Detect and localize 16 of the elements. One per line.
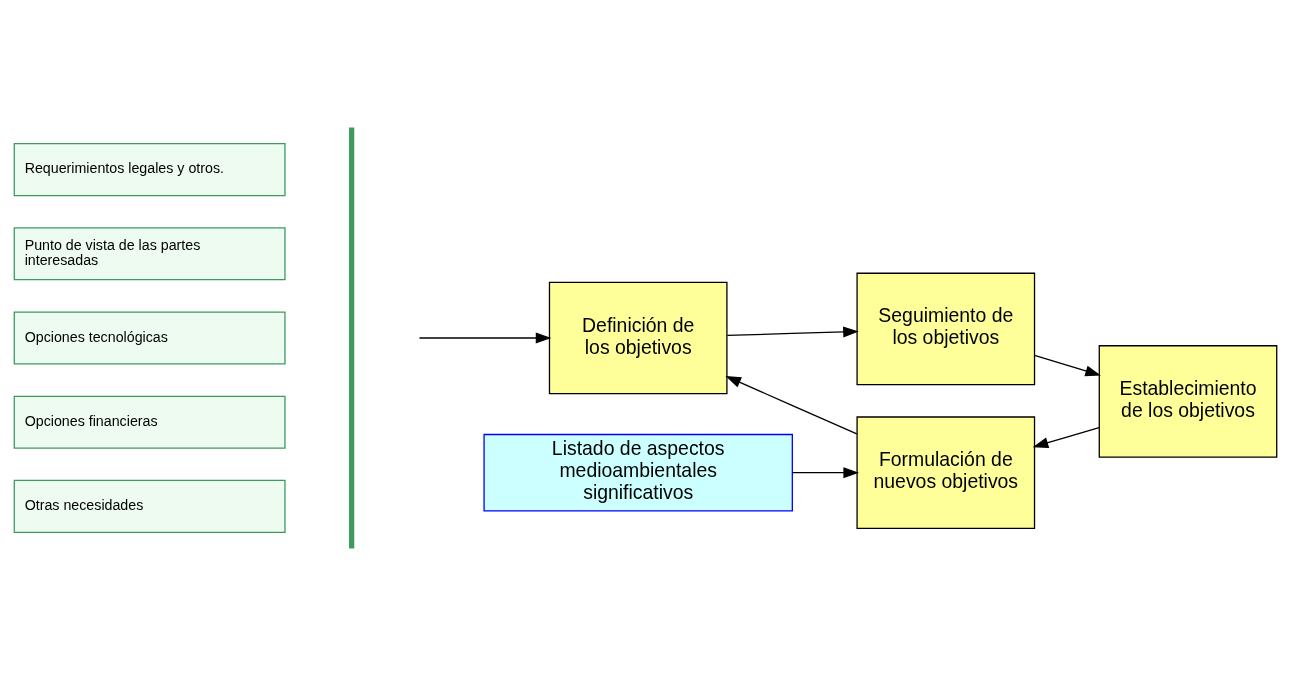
- arrow: [726, 326, 859, 337]
- arrow: [1033, 354, 1101, 376]
- arrow: [418, 332, 552, 343]
- node-box: Establecimiento de los objetivos: [1098, 344, 1278, 458]
- arrow: [1032, 426, 1100, 448]
- node-box: Seguimiento de los objetivos: [856, 272, 1036, 385]
- node-box: Punto de vista de las partes interesadas: [13, 226, 286, 280]
- node-box: Formulación de nuevos objetivos: [856, 415, 1036, 529]
- node-box: Otras necesidades: [13, 479, 286, 533]
- node-box: Opciones tecnológicas: [13, 310, 286, 365]
- node-box: Opciones financieras: [13, 395, 286, 449]
- node-box: Definición de los objetivos: [548, 281, 728, 394]
- arrow: [725, 375, 858, 435]
- node-box: Requerimientos legales y otros.: [13, 142, 286, 196]
- arrow: [791, 466, 859, 478]
- node-box: Listado de aspectos medioambientales significativos: [483, 433, 793, 512]
